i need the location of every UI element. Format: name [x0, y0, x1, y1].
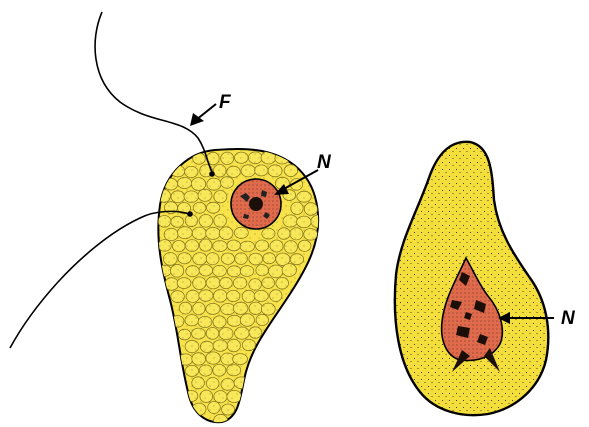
basal-body-1 — [209, 171, 215, 177]
left-nucleolus — [249, 197, 263, 211]
label-F: F — [219, 92, 232, 113]
left-nucleus — [231, 179, 281, 229]
right-cell: N — [395, 142, 576, 415]
left-cell-stipple — [150, 140, 330, 427]
label-N-right: N — [561, 308, 576, 329]
basal-body-2 — [187, 211, 193, 217]
pointer-F — [190, 104, 216, 126]
left-cell: F N — [10, 12, 332, 427]
flagellum-anterior — [95, 12, 212, 172]
label-N-left: N — [317, 152, 332, 173]
